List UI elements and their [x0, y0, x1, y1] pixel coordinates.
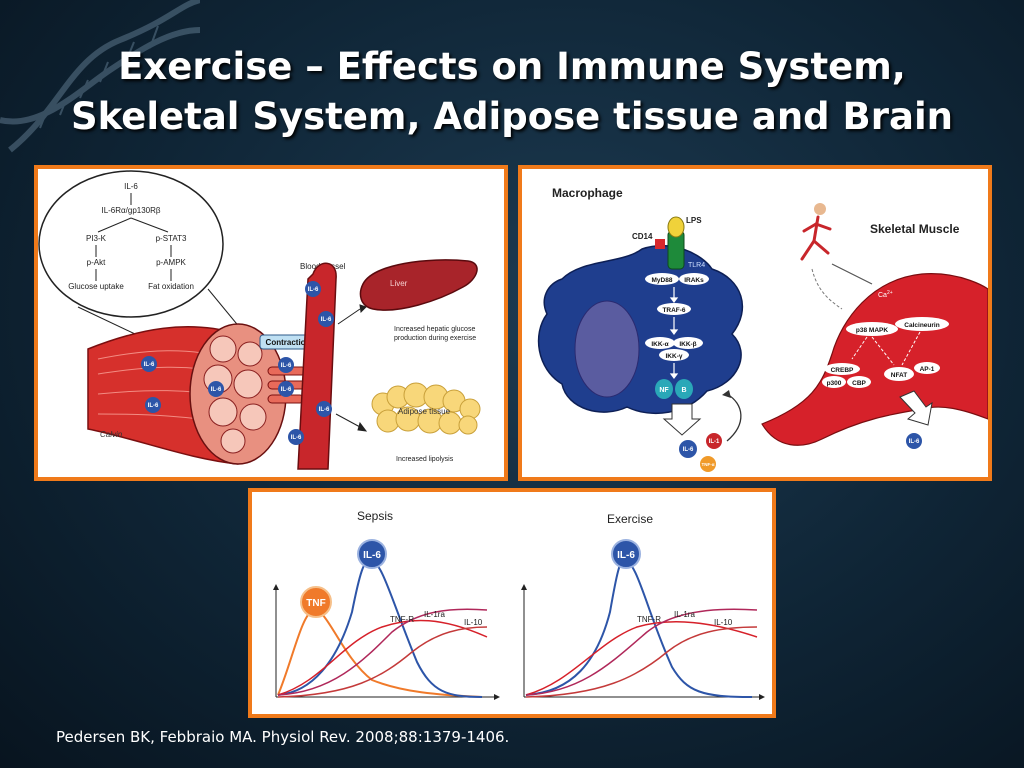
pathway-receptor: IL-6Rα/gp130Rβ	[101, 206, 160, 215]
il6-dot-label: IL-6	[319, 407, 330, 413]
cbp-label: CBP	[852, 380, 866, 387]
lps-label: LPS	[686, 216, 702, 225]
sepsis-il6-label: IL-6	[363, 550, 381, 561]
nfat-label: NFAT	[891, 372, 908, 379]
iraks-label: IRAKs	[684, 277, 704, 284]
exercise-il6-badge	[611, 539, 641, 569]
macrophage-output-arrow	[662, 403, 702, 436]
sepsis-il10-curve	[277, 626, 488, 698]
exercise-il1ra-curve	[525, 608, 758, 696]
p300-label: p300	[827, 380, 842, 387]
sepsis-il6-badge	[357, 539, 387, 569]
sepsis-il1ra-label: IL-1ra	[424, 610, 445, 619]
adipose-label: Adipose tissue	[398, 407, 451, 416]
macrophage-tnf: TNF-α	[701, 462, 714, 467]
exercise-il6-curve	[525, 558, 753, 698]
adipose-caption: Increased lipolysis	[396, 456, 454, 463]
pathway-pakt: p-Akt	[87, 258, 106, 267]
il6-dot-label: IL-6	[148, 403, 159, 409]
macrophage-title: Macrophage	[552, 186, 623, 200]
cd14-label: CD14	[632, 232, 653, 241]
artist-signature: Calvin	[100, 430, 123, 439]
nfkb-right	[675, 379, 693, 399]
macrophage-cell	[537, 245, 743, 414]
exercise-il1ra-label: IL-1ra	[674, 610, 695, 619]
nfkb-n-label: NF	[659, 387, 669, 394]
calcineurin-label: Calcineurin	[904, 322, 939, 329]
pathway-fat-oxidation: Fat oxidation	[148, 282, 194, 291]
ikkb-label: IKK-β	[679, 341, 696, 348]
liver-caption-line2: production during exercise	[394, 335, 476, 342]
citation: Pedersen BK, Febbraio MA. Physiol Rev. 2…	[56, 728, 510, 746]
il6-molecules: IL-6 IL-6 IL-6 IL-6 IL-6 IL-6 IL-6 IL-6 …	[141, 281, 334, 445]
liver-caption-line1: Increased hepatic glucose	[394, 326, 475, 333]
il6-dot-label: IL-6	[281, 387, 292, 393]
macrophage-il1: IL-1	[709, 439, 720, 445]
exercise-il10-label: IL-10	[714, 618, 733, 627]
crebp-label: CREBP	[831, 367, 854, 374]
muscle-il6: IL-6	[909, 439, 920, 445]
liver-label: Liver	[390, 279, 408, 288]
feedback-arrow	[726, 393, 742, 442]
macrophage-nucleus	[574, 300, 640, 398]
slide-title: Exercise – Effects on Immune System, Ske…	[0, 42, 1024, 142]
il6-dot-label: IL-6	[321, 317, 332, 323]
sepsis-tnf-label: TNF	[306, 598, 325, 609]
sepsis-title: Sepsis	[357, 509, 393, 523]
calcium-charge: 2+	[887, 290, 893, 296]
cytokine-kinetics-panel: Sepsis TNF IL-6 TNF-R IL-1ra IL-10 Exerc…	[248, 488, 776, 718]
il6-dot-label: IL-6	[308, 287, 319, 293]
pathway-bubble	[38, 170, 224, 318]
lps-molecule	[667, 216, 685, 238]
traf6-label: TRAF-6	[662, 307, 685, 314]
ikka-label: IKK-α	[651, 341, 668, 348]
il6-dot-label: IL-6	[211, 387, 222, 393]
cd14-receptor	[655, 239, 665, 249]
skeletal-muscle-title: Skeletal Muscle	[870, 222, 960, 236]
il6-dot-label: IL-6	[281, 363, 292, 369]
muscle-output-arrow	[899, 390, 933, 426]
myd88-label: MyD88	[652, 277, 673, 284]
pathway-glucose-uptake: Glucose uptake	[68, 282, 124, 291]
liver	[359, 259, 478, 311]
cell-signaling-panel: Macrophage CD14 LPS TLR4 MyD88 IRAKs TRA…	[518, 165, 992, 481]
calcium-text: Ca	[878, 292, 887, 299]
p38-label: p38 MAPK	[856, 327, 888, 334]
pathway-pstat3: p-STAT3	[156, 234, 187, 243]
sepsis-tnfr-curve	[277, 619, 488, 696]
macrophage-il6: IL-6	[683, 447, 694, 453]
exercise-il6-label: IL-6	[617, 550, 635, 561]
exercise-title: Exercise	[607, 512, 653, 526]
exercise-il10-curve	[525, 626, 758, 698]
skeletal-muscle-cell	[761, 273, 988, 446]
pathway-pi3k: PI3-K	[86, 234, 107, 243]
title-line-2: Skeletal System, Adipose tissue and Brai…	[71, 95, 953, 138]
il6-dot-label: IL-6	[144, 362, 155, 368]
runner-icon	[800, 203, 832, 261]
adipose-tissue	[371, 382, 481, 435]
ap1-label: AP-1	[920, 366, 935, 373]
exercise-tnfr-curve	[525, 621, 758, 696]
contraction-label: Contraction	[266, 338, 311, 347]
calcium-label: Ca2+	[878, 290, 893, 299]
ikkg-label: IKK-γ	[666, 353, 683, 360]
title-line-1: Exercise – Effects on Immune System,	[118, 45, 906, 88]
sepsis-il10-label: IL-10	[464, 618, 483, 627]
tlr4-label: TLR4	[688, 262, 705, 269]
exercise-tnfr-label: TNF-R	[637, 615, 661, 624]
nfkb-left	[655, 379, 673, 399]
sepsis-il1ra-curve	[277, 608, 488, 696]
pathway-il6: IL-6	[124, 182, 138, 191]
sepsis-tnfr-label: TNF-R	[390, 615, 414, 624]
il6-dot-label: IL-6	[291, 435, 302, 441]
sepsis-tnf-curve	[277, 609, 483, 698]
muscle-il6-panel: IL-6 IL-6Rα/gp130Rβ PI3-K p-STAT3 p-Akt …	[34, 165, 508, 481]
sepsis-tnf-badge	[300, 586, 332, 618]
pathway-pampk: p-AMPK	[156, 258, 186, 267]
dna-helix-decoration	[0, 0, 200, 153]
nfkb-b-label: B	[681, 387, 686, 394]
